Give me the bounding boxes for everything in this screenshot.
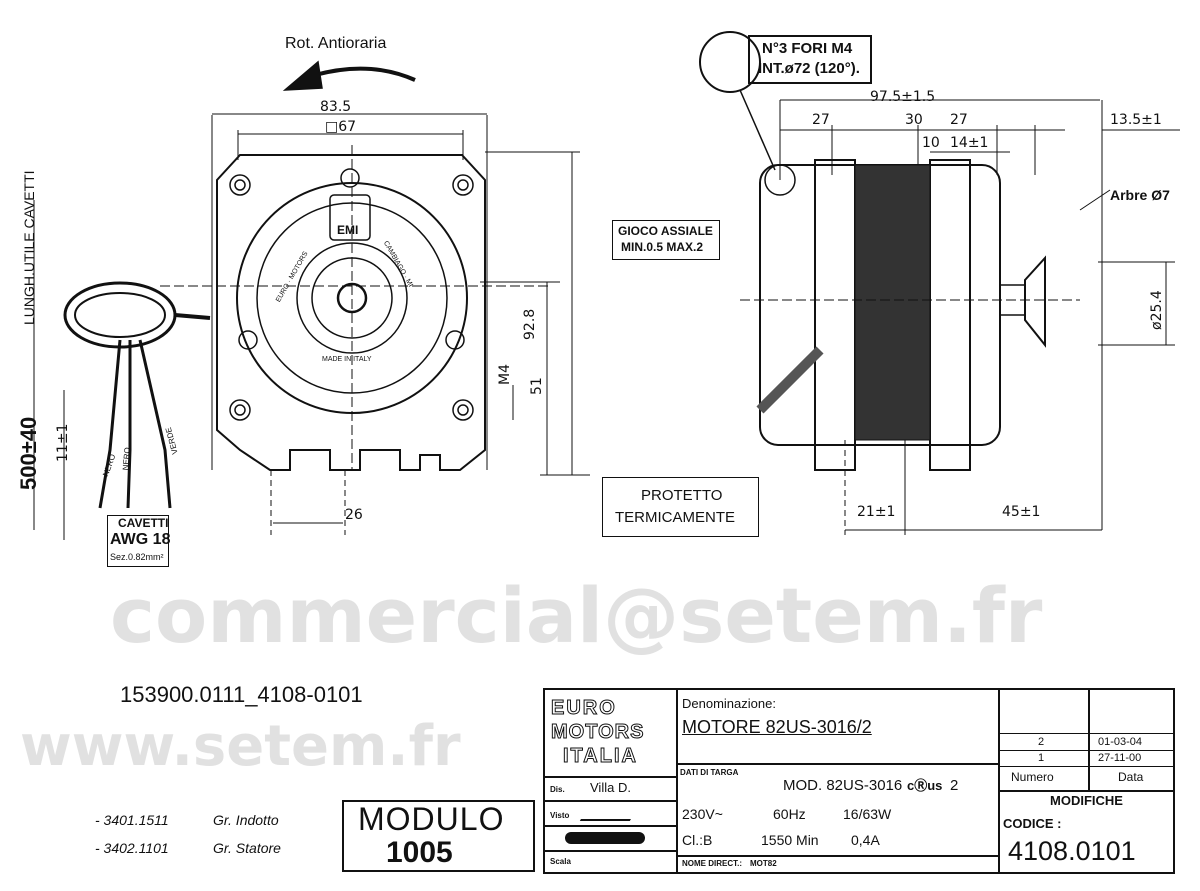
dim-51: 51 (529, 377, 545, 395)
shaft-label: Arbre Ø7 (1110, 187, 1170, 203)
thermal-line1: PROTETTO (641, 487, 723, 504)
ring-text-bottom: MADE IN ITALY (322, 356, 372, 363)
designation-label: Denominazione: (682, 696, 776, 711)
dim-height: 92.8 (522, 308, 538, 340)
dim-width: 83.5 (320, 99, 352, 115)
part-code-1: - 3401.1511 (95, 812, 169, 828)
dim-square: □67 (325, 119, 357, 135)
modifications-label: MODIFICHE (1050, 793, 1123, 808)
dim-27-right: 27 (950, 112, 968, 128)
dim-total: 97.5±1.5 (870, 89, 936, 105)
dim-14: 14±1 (950, 135, 989, 151)
nameplate-label: DATI DI TARGA (680, 768, 739, 777)
code-label: CODICE : (1003, 816, 1062, 831)
dir-name: MOT82 (750, 859, 777, 868)
dim-shaft-ext: 13.5±1 (1110, 112, 1162, 128)
model-suffix: 2 (950, 777, 959, 794)
spec-power: 16/63W (843, 806, 892, 822)
cables-box: CAVETTI AWG 18 Sez.0.82mm² (107, 515, 171, 567)
drawn-by: Villa D. (590, 780, 631, 795)
part-desc-1: Gr. Indotto (213, 812, 279, 828)
cable-length-label: LUNGH.UTILE CAVETTI (21, 170, 37, 325)
part-desc-2: Gr. Statore (213, 840, 281, 856)
cables-box-title: CAVETTI (118, 516, 169, 530)
thermal-line2: TERMICAMENTE (615, 509, 735, 526)
cert-mark: cⓇus (907, 778, 943, 793)
company-logo: EURO MOTORS ITALIA (551, 696, 671, 768)
detail-circle (699, 31, 761, 93)
axial-play-line2: MIN.0.5 MAX.2 (621, 240, 704, 254)
redacted-field (565, 832, 645, 844)
modulo-box: MODULO 1005 (342, 800, 535, 872)
holes-note-line1: N°3 FORI M4 (762, 40, 853, 57)
dim-30: 30 (905, 112, 923, 128)
spec-class: Cl.:B (682, 832, 713, 848)
stator-laminations (854, 164, 931, 441)
cables-box-awg: AWG 18 (110, 531, 171, 548)
rotation-label: Rot. Antioraria (285, 35, 387, 52)
dim-m4: M4 (497, 364, 513, 385)
holes-note-line2: INT.ø72 (120°). (758, 60, 860, 77)
shaft-icon (336, 282, 368, 314)
signature-icon (579, 803, 641, 821)
dim-strip: 11±1 (55, 423, 71, 462)
spec-speed: 1550 Min (761, 832, 819, 848)
title-block: EURO MOTORS ITALIA Dis. Villa D. Visto S… (543, 688, 1175, 874)
drawn-label: Dis. (550, 785, 565, 794)
revision-number: 1 (1038, 752, 1045, 764)
rev-date-header: Data (1118, 770, 1144, 784)
reference-code: 153900.0111_4108-0101 (120, 682, 363, 707)
dim-21: 21±1 (857, 504, 896, 520)
checked-label: Visto (550, 811, 570, 820)
dim-27-left: 27 (812, 112, 830, 128)
rotation-arrowhead-icon (282, 60, 323, 91)
spec-voltage: 230V~ (682, 806, 723, 822)
modulo-number: 1005 (386, 836, 453, 869)
logo-line1: EURO (551, 697, 617, 720)
product-code: 4108.0101 (1008, 836, 1136, 866)
spec-current: 0,4A (851, 832, 880, 848)
emi-badge: EMI (337, 223, 359, 237)
dim-10: 10 (922, 135, 940, 151)
logo-line2: MOTORS (551, 721, 645, 744)
spec-frequency: 60Hz (773, 806, 806, 822)
part-code-2: - 3402.1101 (95, 840, 169, 856)
model: MOD. 82US-3016 (783, 777, 903, 794)
rev-number-header: Numero (1011, 770, 1054, 784)
front-view-frame (216, 154, 486, 471)
holes-note-box: N°3 FORI M4 INT.ø72 (120°). (748, 35, 872, 84)
revision-date: 27-11-00 (1098, 752, 1142, 764)
axial-play-line1: GIOCO ASSIALE (618, 224, 713, 238)
dim-flange: ø25.4 (1149, 290, 1165, 330)
revision-date: 01-03-04 (1098, 736, 1143, 748)
rotation-arrow-icon (314, 66, 416, 82)
dim-26: 26 (345, 507, 363, 523)
thermal-protection-box: PROTETTO TERMICAMENTE (602, 477, 759, 537)
cable-length: 500±40 (16, 416, 41, 490)
modulo-label: MODULO (358, 801, 505, 837)
axial-play-box: GIOCO ASSIALE MIN.0.5 MAX.2 (612, 220, 720, 260)
dim-45: 45±1 (1002, 504, 1041, 520)
dir-name-label: NOME DIRECT.: (682, 859, 742, 868)
designation: MOTORE 82US-3016/2 (682, 717, 872, 737)
logo-line3: ITALIA (563, 745, 638, 768)
scale-label: Scala (550, 857, 571, 866)
cables-box-section: Sez.0.82mm² (110, 552, 164, 562)
revision-number: 2 (1038, 736, 1045, 748)
